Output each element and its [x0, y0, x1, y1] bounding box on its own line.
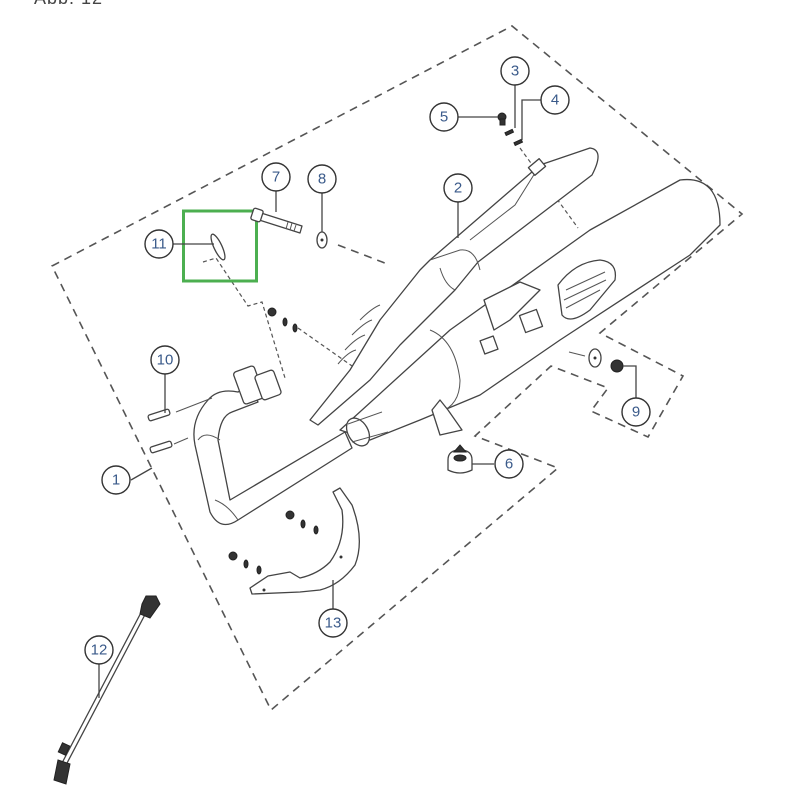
svg-text:10: 10: [157, 352, 174, 369]
muffler-body[interactable]: [339, 178, 721, 450]
part-3-washer[interactable]: [504, 128, 515, 137]
part-4-washer[interactable]: [513, 138, 524, 147]
svg-text:5: 5: [440, 109, 448, 126]
assembly-boundary: [50, 25, 744, 712]
bracket-bolt-set[interactable]: [228, 510, 319, 575]
svg-text:9: 9: [632, 404, 640, 421]
callout-10: 10: [150, 345, 180, 413]
svg-text:3: 3: [511, 63, 519, 80]
svg-text:6: 6: [505, 456, 513, 473]
callout-4: 4: [521, 85, 570, 140]
heatshield-link-line: [297, 327, 373, 381]
callout-11: 11: [144, 229, 214, 259]
callout-1: 1: [101, 465, 153, 495]
svg-text:7: 7: [272, 169, 280, 186]
callout-13: 13: [318, 580, 348, 638]
svg-text:8: 8: [318, 171, 326, 188]
svg-text:2: 2: [454, 180, 462, 197]
callout-9: 9: [621, 365, 651, 427]
part-1-header-pipe[interactable]: [193, 365, 353, 526]
washer-link-line: [337, 244, 391, 266]
svg-text:11: 11: [151, 236, 167, 253]
callout-7: 7: [261, 162, 291, 212]
svg-text:1: 1: [112, 472, 120, 489]
heatshield-bolt-set[interactable]: [267, 307, 298, 333]
part-9-nut-washer[interactable]: [568, 348, 624, 373]
callout-6: 6: [472, 449, 524, 479]
part-13-bracket[interactable]: [249, 487, 360, 595]
clipped-title: Abb. 12: [34, 0, 103, 9]
svg-text:13: 13: [325, 615, 342, 632]
part-12-sensor-cable[interactable]: [53, 595, 161, 785]
callout-5: 5: [429, 102, 498, 132]
callout-12: 12: [84, 635, 114, 698]
callout-2: 2: [443, 173, 473, 238]
callout-3: 3: [500, 56, 530, 128]
part-5-screw[interactable]: [497, 112, 507, 126]
part-11-gasket[interactable]: [208, 233, 227, 262]
gasket-link-line: [202, 257, 286, 379]
part-2-heat-shield[interactable]: [309, 147, 599, 426]
callout-8: 8: [307, 164, 337, 232]
svg-text:12: 12: [91, 642, 108, 659]
part-8-washer[interactable]: [316, 231, 328, 249]
part-7-bolt[interactable]: [250, 207, 303, 234]
svg-text:4: 4: [551, 92, 559, 109]
highlight-box-part-11: [182, 209, 258, 283]
part-6-rubber-mount[interactable]: [447, 444, 473, 474]
